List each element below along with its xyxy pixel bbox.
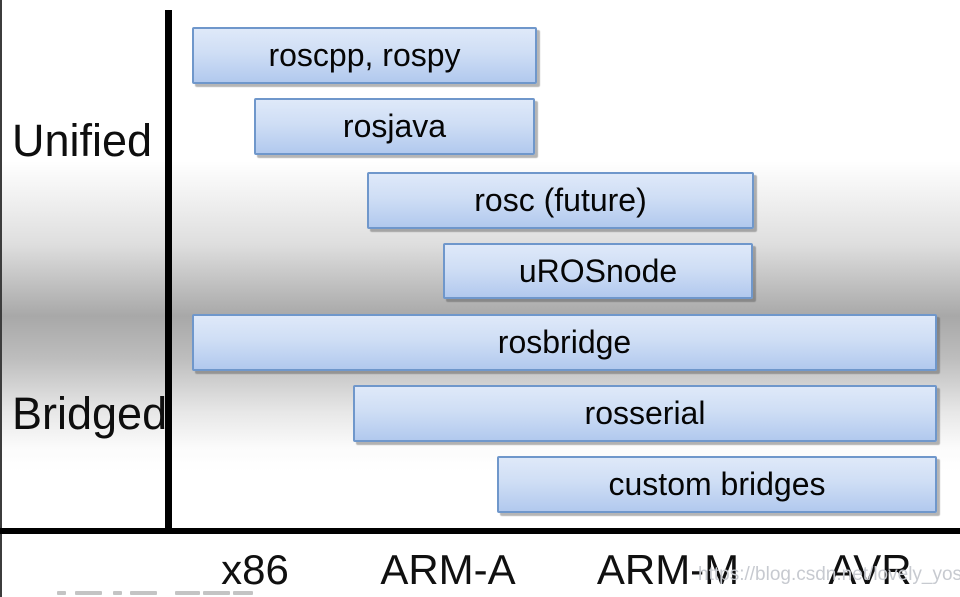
bar-label: rosjava xyxy=(342,108,447,144)
bar-roscpp-rospy: roscpp, rospy xyxy=(192,27,537,84)
x-axis-label-arm-a: ARM-A xyxy=(380,546,516,593)
bar-rosjava: rosjava xyxy=(254,98,535,155)
bar-custom-bridges: custom bridges xyxy=(497,456,937,513)
bar-label: roscpp, rospy xyxy=(268,37,461,73)
bar-rosserial: rosserial xyxy=(353,385,937,442)
bar-urosnode: uROSnode xyxy=(443,243,753,299)
x-axis-label-x86: x86 xyxy=(221,546,289,593)
left-crop-edge-line xyxy=(0,0,2,597)
cropped-text-artifact xyxy=(0,591,300,597)
group-label-bridged: Bridged xyxy=(12,388,168,439)
group-label-unified: Unified xyxy=(12,115,153,166)
x-axis-label-avr: AVR xyxy=(828,546,912,593)
bar-label: uROSnode xyxy=(518,252,678,289)
bar-rosc-future: rosc (future) xyxy=(367,172,754,229)
vertical-axis-line xyxy=(165,10,172,529)
bar-label: rosbridge xyxy=(497,324,632,360)
bar-label: custom bridges xyxy=(608,466,826,502)
bar-label: rosserial xyxy=(584,395,706,431)
x-axis-label-arm-m: ARM-M xyxy=(596,546,740,593)
bar-rosbridge: rosbridge xyxy=(192,314,937,371)
bar-label: rosc (future) xyxy=(474,182,647,218)
horizontal-axis-line xyxy=(0,528,960,534)
csdn-watermark: https://blog.csdn.net/lovely_yoshino xyxy=(698,564,960,585)
